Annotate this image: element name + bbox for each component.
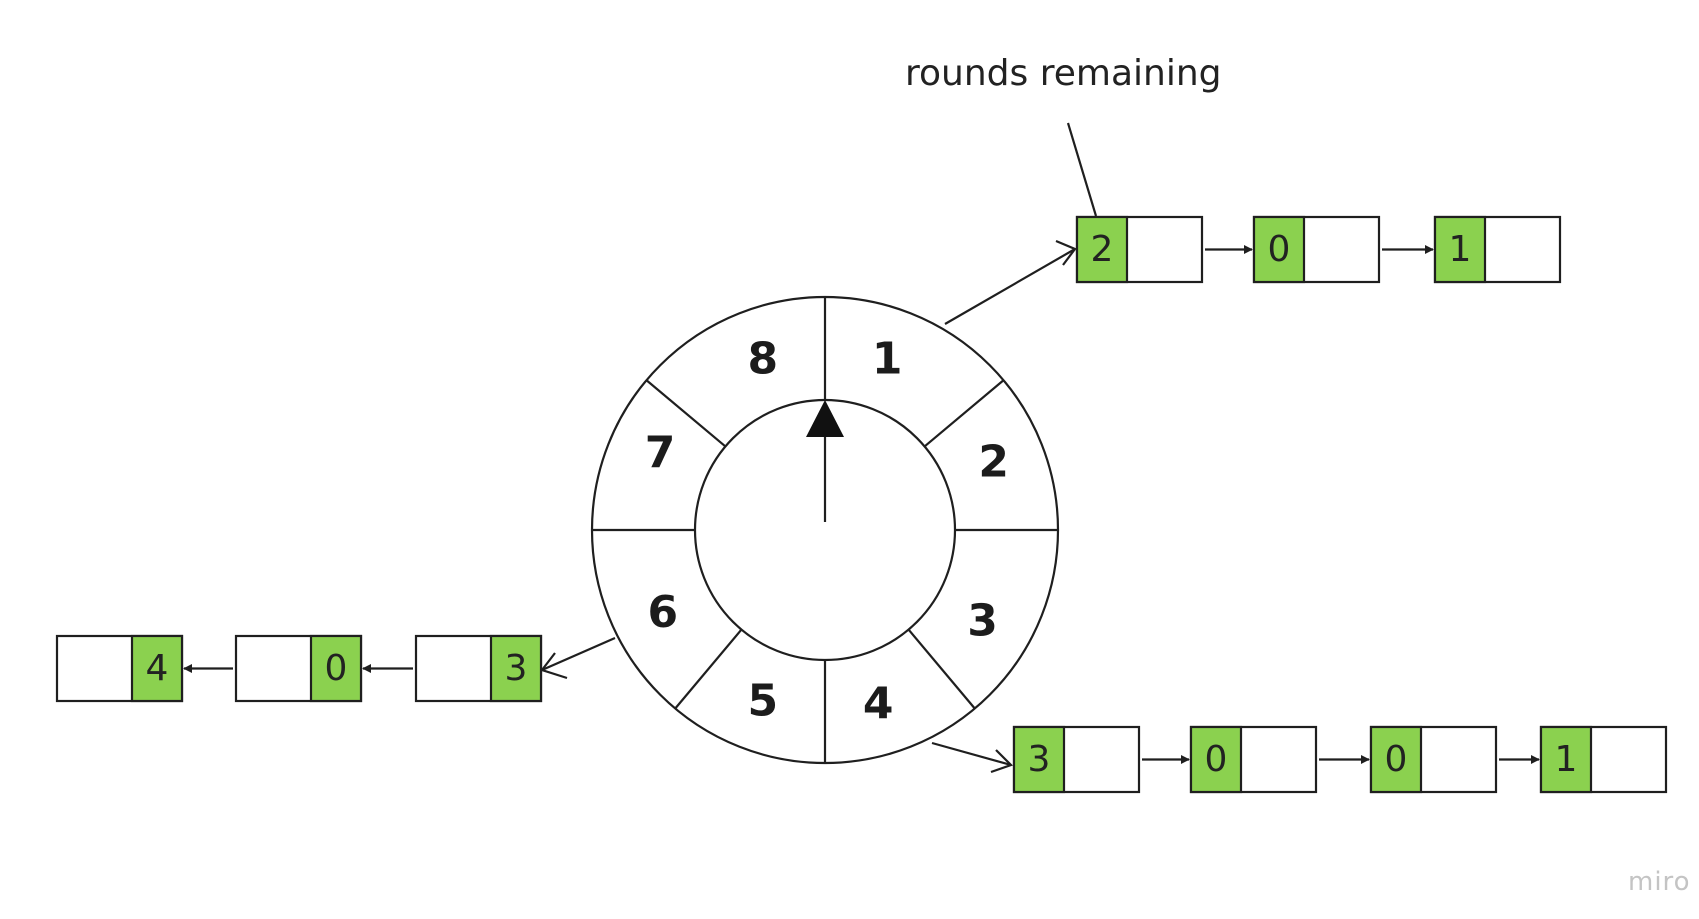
rounds-remaining-cell [309, 634, 363, 703]
rounds-remaining-cell [1189, 725, 1243, 794]
rounds-remaining-cell [1012, 725, 1066, 794]
wheel-slot-2-label: 2 [978, 436, 1009, 487]
slot4-list-node: 3 [1012, 725, 1141, 794]
rounds-remaining-value: 3 [1028, 739, 1051, 780]
rounds-remaining-cell [1252, 215, 1306, 284]
rounds-remaining-label: rounds remaining [905, 53, 1222, 94]
slot6-list-node: 3 [414, 634, 543, 703]
rounds-remaining-cell [1433, 215, 1487, 284]
wheel-slot-3-label: 3 [967, 596, 998, 647]
rounds-remaining-value: 2 [1091, 229, 1114, 270]
timing-wheel: 1 2 3 4 5 6 7 8 [590, 295, 1060, 765]
miro-watermark: miro [1628, 867, 1691, 897]
rounds-remaining-value: 1 [1449, 229, 1472, 270]
slot6-list-node: 4 [55, 634, 184, 703]
wheel-spoke [923, 379, 1005, 448]
rounds-remaining-value: 0 [1385, 739, 1408, 780]
rounds-remaining-value: 0 [1268, 229, 1291, 270]
rounds-remaining-value: 1 [1555, 739, 1578, 780]
slot1-connector [944, 248, 1076, 325]
slot1-list-node: 2 [1075, 215, 1204, 284]
wheel-slot-8-label: 8 [747, 333, 778, 384]
rounds-remaining-cell [130, 634, 184, 703]
slot6-list-node: 0 [234, 634, 363, 703]
wheel-slot-4-label: 4 [863, 679, 894, 730]
slot1-list-node: 1 [1433, 215, 1562, 284]
slot4-list-node: 0 [1189, 725, 1318, 794]
rounds-remaining-value: 4 [146, 648, 169, 689]
slot4-list-node: 0 [1369, 725, 1498, 794]
slot4-task-list: 3 0 0 1 [1012, 725, 1668, 794]
rounds-remaining-pointer [1066, 122, 1098, 217]
rounds-remaining-value: 3 [505, 648, 528, 689]
wheel-pointer-arrowhead-icon [806, 400, 844, 437]
slot6-connector [541, 636, 616, 672]
rounds-remaining-cell [1075, 215, 1129, 284]
wheel-slot-7-label: 7 [645, 428, 676, 479]
slot4-list-node: 1 [1539, 725, 1668, 794]
slot6-task-list: 3 0 4 [55, 634, 543, 703]
wheel-slot-labels: 1 2 3 4 5 6 7 8 [645, 333, 1009, 729]
slot1-connector-arrowhead-icon [1055, 239, 1077, 266]
rounds-remaining-cell [489, 634, 543, 703]
wheel-slot-5-label: 5 [747, 676, 778, 727]
wheel-slot-1-label: 1 [872, 333, 903, 384]
rounds-remaining-cell [1369, 725, 1423, 794]
rounds-remaining-value: 0 [1205, 739, 1228, 780]
slot4-connector-arrowhead-icon [990, 749, 1014, 774]
wheel-spoke [907, 628, 976, 710]
wheel-spoke [674, 628, 743, 710]
rounds-remaining-value: 0 [325, 648, 348, 689]
wheel-spoke [645, 379, 727, 448]
slot1-list-node: 0 [1252, 215, 1381, 284]
slot1-task-list: 2 0 1 [1075, 215, 1562, 284]
slot4-connector [931, 741, 1012, 767]
rounds-remaining-cell [1539, 725, 1593, 794]
wheel-spokes [592, 297, 1058, 763]
wheel-slot-6-label: 6 [648, 587, 679, 638]
